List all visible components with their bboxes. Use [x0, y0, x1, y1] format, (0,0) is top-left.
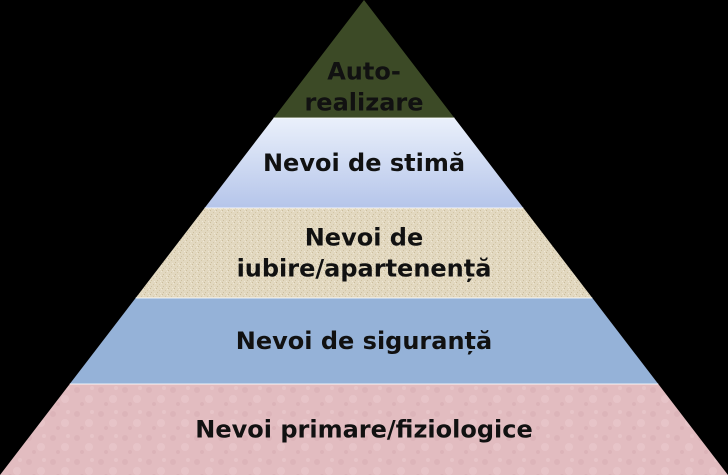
level-label-esteem: Nevoi de stimă [263, 149, 465, 177]
pyramid-level-esteem [204, 118, 524, 208]
pyramid-level-love-belonging [135, 208, 593, 298]
level-label-self-actualization: Auto- [327, 57, 401, 85]
pyramid-level-self-actualization [273, 0, 455, 118]
pyramid-level-physiological [0, 384, 728, 475]
level-label-love-belonging: Nevoi de [305, 223, 424, 251]
level-label-safety: Nevoi de siguranță [236, 327, 492, 355]
level-label-love-belonging: iubire/apartenență [237, 255, 492, 283]
level-label-self-actualization: realizare [304, 89, 423, 117]
pyramid-level-safety [69, 298, 659, 384]
level-label-physiological: Nevoi primare/fiziologice [195, 416, 533, 444]
